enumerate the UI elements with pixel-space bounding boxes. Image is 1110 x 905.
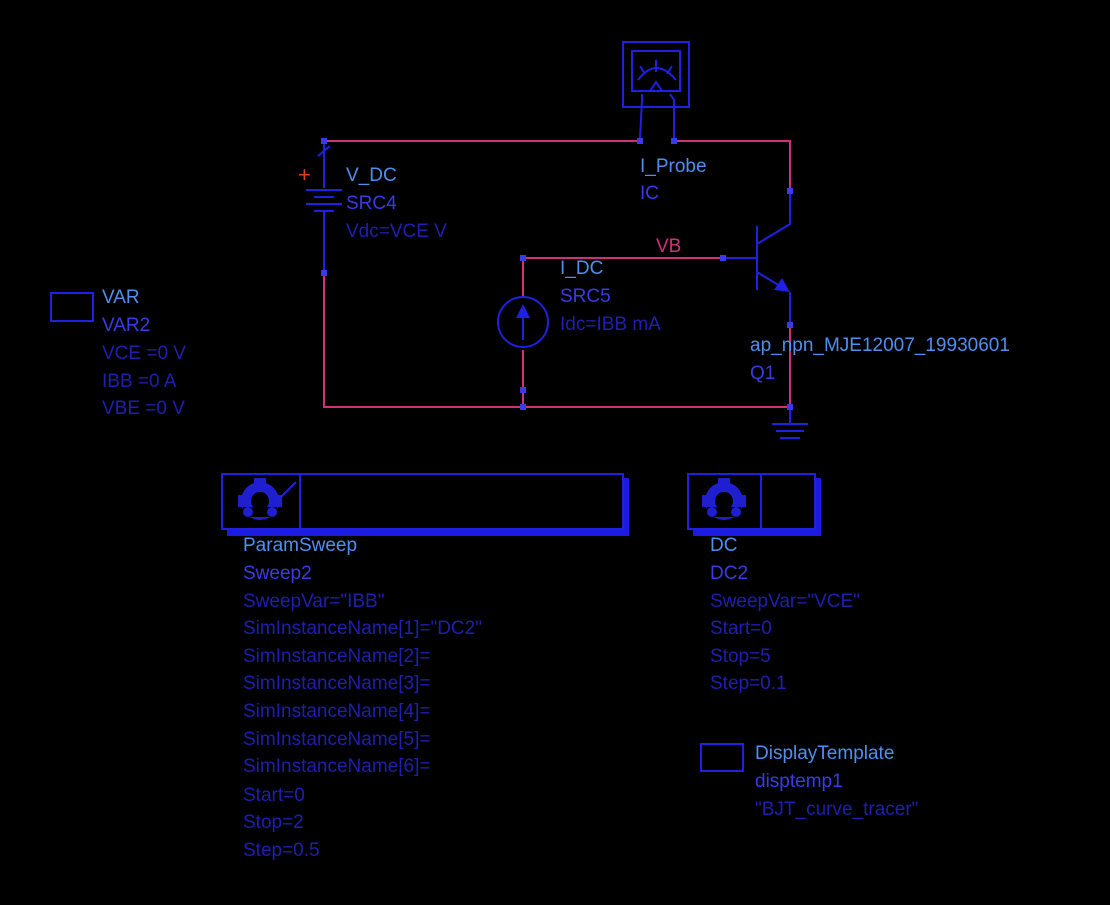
param-sweep-type: ParamSweep — [243, 535, 357, 556]
var-param-1: IBB =0 A — [102, 371, 177, 392]
display-template-name: disptemp1 — [755, 771, 843, 792]
junction-bottom[interactable] — [520, 404, 526, 410]
transistor-name: Q1 — [750, 363, 775, 384]
var-name: VAR2 — [102, 315, 150, 336]
v-dc-plus-sign: + — [298, 162, 311, 187]
param-sweep-param-6: SimInstanceName[6]= — [243, 756, 430, 777]
i-dc-param-0: Idc=IBB mA — [560, 314, 661, 335]
battery-icon — [306, 141, 342, 273]
param-sweep-param-5: SimInstanceName[5]= — [243, 729, 430, 750]
pin-ground[interactable] — [787, 404, 793, 410]
param-sweep-param-4: SimInstanceName[4]= — [243, 701, 430, 722]
current-source-icon — [497, 296, 549, 348]
pin-emitter[interactable] — [787, 322, 793, 328]
i-probe-component[interactable]: I_Probe IC — [622, 41, 707, 204]
var-component[interactable]: VAR VAR2 VCE =0 V IBB =0 A VBE =0 V — [50, 287, 186, 419]
display-template-box-icon — [700, 743, 744, 772]
param-sweep-name: Sweep2 — [243, 563, 312, 584]
dc-type: DC — [710, 535, 737, 556]
pin-vdc-top[interactable] — [321, 138, 327, 144]
display-template-param-0: "BJT_curve_tracer" — [755, 799, 918, 820]
param-sweep-param-7: Start=0 — [243, 785, 305, 806]
wire-probe-to-collector[interactable] — [674, 140, 791, 191]
transistor-type: ap_npn_MJE12007_19930601 — [750, 335, 1010, 356]
gear-controller-icon — [238, 478, 297, 520]
dc-param-0: SweepVar="VCE" — [710, 591, 860, 612]
pin-vdc-bottom[interactable] — [321, 270, 327, 276]
gear-controller-icon — [702, 478, 746, 520]
param-sweep-block — [221, 473, 629, 536]
pin-idc-bottom[interactable] — [520, 387, 526, 393]
display-template-component[interactable]: DisplayTemplate disptemp1 "BJT_curve_tra… — [700, 743, 918, 820]
param-sweep-param-9: Step=0.5 — [243, 840, 320, 861]
param-sweep-param-3: SimInstanceName[3]= — [243, 673, 430, 694]
display-template-type: DisplayTemplate — [755, 743, 894, 764]
var-param-2: VBE =0 V — [102, 398, 185, 419]
var-type: VAR — [102, 287, 140, 308]
i-dc-name: SRC5 — [560, 286, 611, 307]
var-box-icon — [50, 292, 94, 322]
ammeter-meter-icon — [622, 41, 690, 139]
var-param-0: VCE =0 V — [102, 343, 186, 364]
i-dc-type: I_DC — [560, 258, 603, 279]
wire-bottom[interactable] — [323, 273, 790, 408]
pin-base[interactable] — [720, 255, 726, 261]
dc-param-3: Step=0.1 — [710, 673, 787, 694]
i-probe-type: I_Probe — [640, 156, 707, 177]
pin-probe-out[interactable] — [671, 138, 677, 144]
i-dc-component[interactable]: I_DC SRC5 Idc=IBB mA — [497, 255, 661, 410]
v-dc-name: SRC4 — [346, 193, 397, 214]
param-sweep-param-2: SimInstanceName[2]= — [243, 646, 430, 667]
pin-collector[interactable] — [787, 188, 793, 194]
ground-icon — [772, 410, 808, 439]
pin-idc-top[interactable] — [520, 255, 526, 261]
dc-name: DC2 — [710, 563, 748, 584]
v-dc-component[interactable]: + V_DC SRC4 Vdc=VCE V — [298, 138, 447, 276]
dc-component[interactable]: DC DC2 SweepVar="VCE" Start=0 Stop=5 Ste… — [687, 473, 860, 694]
v-dc-param-0: Vdc=VCE V — [346, 221, 447, 242]
param-sweep-component[interactable]: ParamSweep Sweep2 SweepVar="IBB" SimInst… — [221, 473, 629, 861]
i-probe-name: IC — [640, 183, 659, 204]
npn-transistor-icon — [723, 191, 791, 325]
ground-component[interactable] — [772, 404, 808, 439]
dc-param-2: Stop=5 — [710, 646, 771, 667]
wires — [323, 140, 791, 408]
node-label-vb: VB — [656, 236, 681, 257]
param-sweep-param-8: Stop=2 — [243, 812, 304, 833]
param-sweep-param-1: SimInstanceName[1]="DC2" — [243, 618, 482, 639]
dc-param-1: Start=0 — [710, 618, 772, 639]
transistor-component[interactable]: ap_npn_MJE12007_19930601 Q1 — [720, 188, 1010, 384]
pin-probe-in[interactable] — [637, 138, 643, 144]
v-dc-type: V_DC — [346, 165, 397, 186]
param-sweep-param-0: SweepVar="IBB" — [243, 591, 384, 612]
